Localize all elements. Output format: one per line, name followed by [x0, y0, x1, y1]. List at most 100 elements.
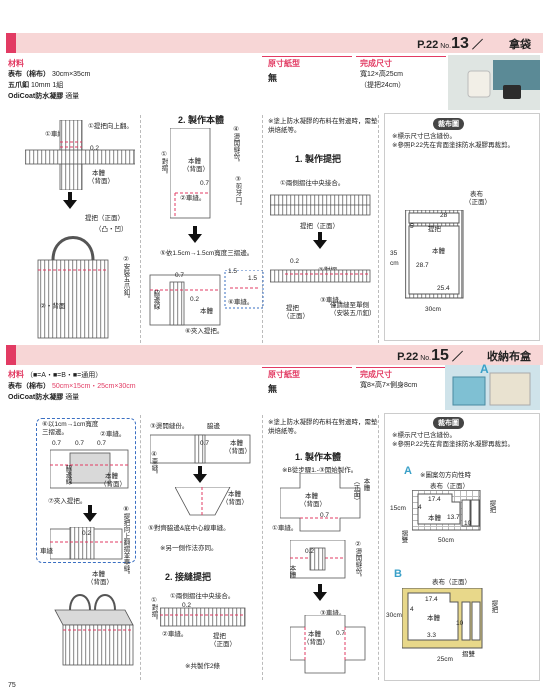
note: ※塗上防水凝膠的布料在對邊時，需墊烘焙紙等。	[268, 118, 378, 134]
body-label: 本體	[228, 491, 241, 498]
arrow-down-icon	[198, 466, 202, 474]
dim-label: 1.5	[228, 268, 238, 275]
seam-diagram	[150, 434, 251, 464]
back-label: （背面）	[183, 166, 209, 173]
gusset-label: 脇邊線	[152, 290, 159, 310]
column-divider	[262, 415, 263, 680]
materials-block-13: 材料 表布（棉布） 30cm×35cm 五爪釦 10mm 1組 OdiCoat防…	[8, 58, 258, 102]
fabric-label: 表布（正面）	[432, 579, 471, 586]
dim-label: 0.2	[305, 548, 315, 555]
back-label: （背面）	[225, 448, 251, 455]
callout-diagram	[50, 449, 129, 489]
dim-label: 0.7	[200, 440, 210, 447]
step-seam-fold: ④燙開縫份。	[232, 125, 239, 166]
size-extra: （提把24cm）	[360, 82, 406, 89]
step-fold: ①對摺。	[150, 596, 157, 624]
dim-label: 35	[390, 250, 398, 257]
rule	[356, 56, 446, 57]
material-name: 表布（棉布）	[8, 383, 50, 390]
page-ref: P.22	[397, 351, 419, 363]
body-label: 本體	[308, 631, 321, 638]
box-diagram	[54, 594, 134, 666]
no-label: No.	[420, 355, 432, 362]
note: ※塗上防水凝膠的布料在對邊時，需墊烘焙紙等。	[268, 419, 378, 435]
arrow-down-icon	[188, 234, 202, 243]
note-b-start: ※B從步驟1.-③開始製作。	[282, 467, 358, 474]
step-stitch: ④車縫。	[150, 450, 157, 478]
column-divider	[262, 115, 263, 343]
size-label: 完成尺寸	[360, 59, 392, 68]
fold-label: 摺雙	[462, 651, 475, 658]
body-label: 本體	[188, 158, 201, 165]
material-name: OdiCoat防水凝膠	[8, 93, 64, 100]
product-photo	[448, 55, 540, 110]
dim-label: 0.2	[190, 296, 200, 303]
handle-label: 提把	[488, 500, 495, 513]
dim-label: 0.7	[52, 440, 62, 447]
dim-label: 0.2	[90, 145, 100, 152]
materials-sub: （■=A・■=B・■=通用）	[25, 372, 103, 379]
material-row: 表布（棉布） 50cm×15cm・25cm×30cm	[8, 381, 258, 392]
arrow-down-icon	[88, 505, 92, 513]
column-divider	[378, 415, 379, 680]
band-marker	[6, 345, 16, 365]
material-value: 10mm 1組	[30, 82, 64, 89]
variant-a-note: ※圖案勿方向性時	[420, 472, 471, 479]
arrow-down-icon	[193, 474, 207, 483]
back-fold-label: ②・背面	[40, 303, 66, 310]
dim-label: 13.7	[447, 514, 460, 521]
dim-label: 30cm	[425, 306, 441, 313]
body-label: 本體	[288, 565, 295, 578]
step-triple-fold: ⑥以1cm→1cm寬度三摺邊。	[42, 421, 99, 436]
handle-front-label: 提把（正面）	[300, 223, 339, 230]
arrow-down-icon	[63, 200, 77, 209]
dim-label: 25.4	[437, 285, 450, 292]
dim-label: 17.4	[425, 596, 438, 603]
step-fold-up: ①提把向上翻。	[88, 123, 133, 130]
bag-photo-illustration	[448, 55, 540, 110]
body-label: 本體	[432, 248, 445, 255]
base-diagram	[175, 487, 231, 516]
variant-a-label: A	[404, 465, 412, 477]
step-seam-fold: ②燙開縫份。	[354, 540, 361, 581]
size-block-13: 完成尺寸 寬12×高25cm （提把24cm）	[360, 58, 405, 91]
fabric-label: 表布	[470, 191, 483, 198]
step-stitch: ②車縫。	[162, 631, 188, 638]
material-row: OdiCoat防水凝膠 適量	[8, 91, 258, 102]
step-seam-fold: ③燙開縫份。	[150, 423, 189, 430]
project-number: 15	[431, 347, 449, 364]
body-back-label: （背面）	[88, 178, 114, 185]
arrow-down-icon	[318, 232, 322, 240]
cutting-header: 裁布圖	[433, 118, 464, 130]
dim-label: 0.7	[320, 512, 330, 519]
detail-callout	[36, 418, 136, 563]
snap-note: 僅請縫至單側（安裝五爪釦）	[330, 302, 376, 317]
material-row: OdiCoat防水凝膠 適量	[8, 392, 258, 403]
dim-label: 15cm	[390, 505, 406, 512]
material-value: 適量	[65, 394, 80, 401]
size-label: 完成尺寸	[360, 370, 392, 379]
dim-label: 0.7	[97, 440, 107, 447]
dim-label: 0.2	[290, 258, 300, 265]
size-block-15: 完成尺寸 寬8×高7×側身8cm	[360, 369, 417, 391]
materials-block-15: 材料 （■=A・■=B・■=通用） 表布（棉布） 50cm×15cm・25cm×…	[8, 369, 258, 403]
fabric-side-label: （正面）	[465, 199, 491, 206]
dim-label: 28	[440, 212, 448, 219]
body-cross-diagram	[280, 473, 361, 532]
step-title: 2. 製作本體	[178, 115, 225, 125]
cutting-note: ※參照P.22先在背面塗抹防水凝膠再裁剪。	[392, 441, 514, 448]
dim-label: 0.7	[336, 630, 346, 637]
project-title-13: P.22 No.13 ／	[417, 35, 483, 53]
note-other-side: ※另一側作法亦同。	[160, 545, 218, 552]
project-title-15: P.22 No.15 ／	[397, 347, 463, 365]
cutting-note: ※標示尺寸已含縫份。	[392, 432, 456, 439]
gusset-label: 脇邊線	[64, 465, 71, 485]
size-value: 寬8×高7×側身8cm	[360, 382, 418, 389]
pattern-block-13: 原寸紙型 無	[268, 58, 300, 84]
material-name: 五爪釦	[8, 82, 29, 89]
arrow-down-icon	[68, 192, 72, 200]
back-label: （背面）	[100, 481, 126, 488]
handle-label: 提把	[286, 305, 299, 312]
handle-folded-diagram	[270, 269, 371, 283]
arrow-down-icon	[83, 513, 97, 522]
